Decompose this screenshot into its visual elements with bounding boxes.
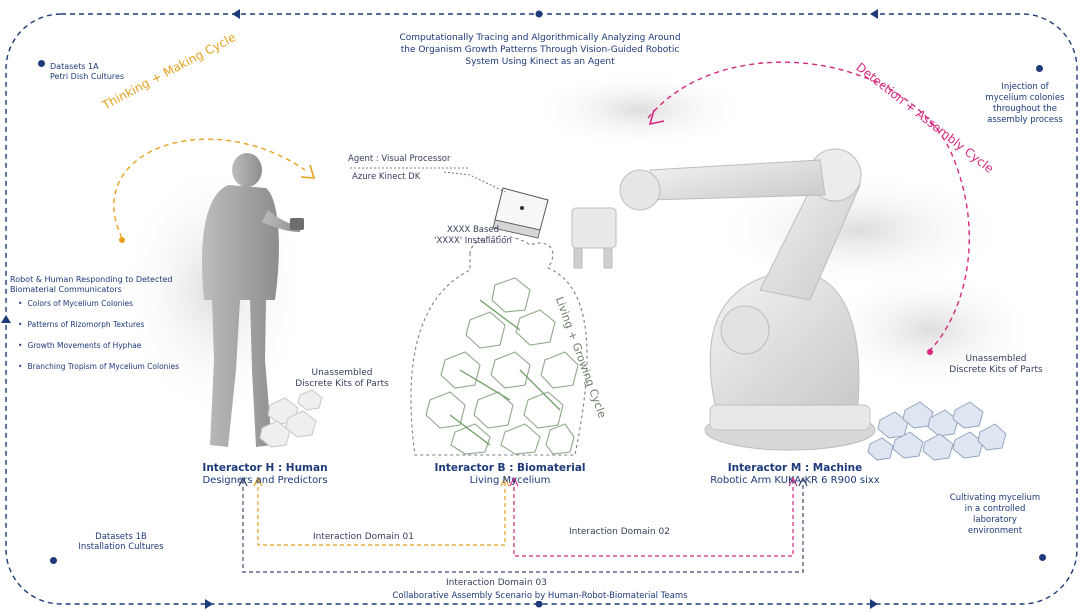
datasets-1a-line1: Datasets 1A (50, 62, 124, 72)
agent-label: Agent : Visual Processor (348, 154, 450, 164)
header-title-line3: System Using Kinect as an Agent (330, 56, 750, 68)
interactor-human-title: Interactor H : Human (160, 462, 370, 475)
left-kits-line1: Unassembled (272, 368, 412, 379)
agent-device: Azure Kinect DK (352, 172, 420, 182)
robot-arm (572, 149, 875, 450)
interactor-machine: Interactor M : Machine Robotic Arm KUKA … (680, 462, 910, 487)
interactor-machine-sub: Robotic Arm KUKA KR 6 R900 sixx (680, 475, 910, 487)
communicator-item: Branching Tropism of Mycelium Colonies (28, 362, 220, 372)
communicators-heading-line2: Biomaterial Communicators (10, 285, 220, 295)
agent-leader-line (444, 172, 505, 192)
injection-note: Injection of mycelium colonies throughou… (970, 82, 1080, 126)
injection-line4: assembly process (970, 115, 1080, 126)
cultivating-note: Cultivating mycelium in a controlled lab… (925, 493, 1065, 537)
interactor-human: Interactor H : Human Designers and Predi… (160, 462, 370, 487)
communicator-item: Patterns of Rizomorph Textures (28, 320, 220, 330)
injection-line1: Injection of (970, 82, 1080, 93)
left-kits-line2: Discrete Kits of Parts (272, 379, 412, 390)
interactor-bio-title: Interactor B : Biomaterial (400, 462, 620, 475)
loop-arrow-top-left (232, 9, 240, 19)
cultivating-dot (1039, 554, 1046, 561)
loop-dot-bottom (536, 601, 543, 608)
agent-line1: Agent : Visual Processor (348, 154, 450, 164)
domain-03-connector (243, 480, 803, 572)
left-kits-label: Unassembled Discrete Kits of Parts (272, 368, 412, 390)
injection-line3: throughout the (970, 104, 1080, 115)
cultivating-line2: in a controlled (925, 504, 1065, 515)
loop-arrow-bottom-right (870, 599, 878, 609)
cultivating-line1: Cultivating mycelium (925, 493, 1065, 504)
biomaterial-lattice-highlights (450, 300, 560, 445)
thinking-cycle-start-dot (119, 237, 125, 243)
datasets-1a-label: Datasets 1A Petri Dish Cultures (50, 62, 124, 82)
communicators-list: Colors of Mycelium Colonies Patterns of … (10, 299, 220, 372)
datasets-1b-line2: Installation Cultures (56, 542, 186, 552)
installation-label: XXXX Based 'XXXX' Installation (408, 225, 538, 247)
interactor-biomaterial: Interactor B : Biomaterial Living Myceli… (400, 462, 620, 487)
cultivating-line4: environment (925, 526, 1065, 537)
header-title-line1: Computationally Tracing and Algorithmica… (330, 32, 750, 44)
datasets-1b-label: Datasets 1B Installation Cultures (56, 532, 186, 552)
right-kits-line1: Unassembled (926, 354, 1066, 365)
communicators-heading-line1: Robot & Human Responding to Detected (10, 275, 220, 285)
loop-dot-top (536, 11, 543, 18)
communicator-item: Colors of Mycelium Colonies (28, 299, 220, 309)
right-kits-label: Unassembled Discrete Kits of Parts (926, 354, 1066, 376)
installation-line1: XXXX Based (408, 225, 538, 236)
datasets-1b-line1: Datasets 1B (56, 532, 186, 542)
cultivating-line3: laboratory (925, 515, 1065, 526)
header-title-line2: the Organism Growth Patterns Through Vis… (330, 44, 750, 56)
domain-02-label: Interaction Domain 02 (566, 527, 673, 537)
thinking-cycle-arrowhead (301, 165, 314, 178)
header-title: Computationally Tracing and Algorithmica… (330, 32, 750, 68)
communicator-item: Growth Movements of Hyphae (28, 341, 220, 351)
datasets-1a-dot (38, 60, 45, 67)
domain-03-label: Interaction Domain 03 (443, 578, 550, 588)
footer-title: Collaborative Assembly Scenario by Human… (320, 591, 760, 601)
injection-line2: mycelium colonies (970, 93, 1080, 104)
right-kits-line2: Discrete Kits of Parts (926, 365, 1066, 376)
datasets-1a-line2: Petri Dish Cultures (50, 72, 124, 82)
robot-motion-blur-1 (530, 70, 750, 150)
interactor-human-sub: Designers and Predictors (160, 475, 370, 487)
domain-01-label: Interaction Domain 01 (310, 532, 417, 542)
interactor-bio-sub: Living Mycelium (400, 475, 620, 487)
loop-arrow-top-right (870, 9, 878, 19)
right-kit-parts (868, 402, 1006, 460)
domain-02-connector (514, 480, 793, 556)
interactor-machine-title: Interactor M : Machine (680, 462, 910, 475)
installation-line2: 'XXXX' Installation (408, 236, 538, 247)
datasets-1b-dot (50, 557, 57, 564)
loop-arrow-bottom-left (205, 599, 213, 609)
communicators-block: Robot & Human Responding to Detected Bio… (10, 275, 220, 383)
injection-dot (1036, 65, 1043, 72)
